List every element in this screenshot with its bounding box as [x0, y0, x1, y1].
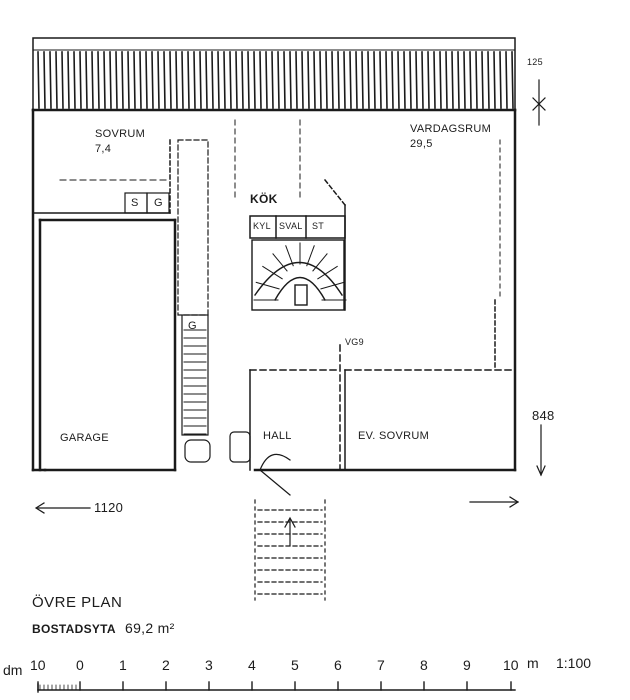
area-value: 69,2 m² — [125, 620, 175, 636]
ev-sovrum-label: EV. SOVRUM — [358, 430, 430, 442]
spiral-staircase — [251, 239, 347, 311]
kok-label: KÖK — [250, 192, 278, 206]
scale-tick-8: 7 — [377, 657, 385, 673]
hall-label: HALL — [263, 430, 292, 442]
area-label: BOSTADSYTA — [32, 622, 116, 636]
s-label: S — [131, 197, 139, 209]
scale-bar — [37, 681, 516, 693]
scale-tick-0: 10 — [30, 657, 46, 673]
sovrum-area: 7,4 — [95, 143, 112, 155]
kyl-label: KYL — [253, 221, 271, 231]
corner-mark: 125 — [527, 57, 543, 67]
vardagsrum-label: VARDAGSRUM — [410, 123, 492, 135]
g-label-top: G — [154, 197, 163, 209]
scale-unit-m: m — [527, 655, 539, 671]
scale-tick-1: 0 — [76, 657, 84, 673]
scale-tick-9: 8 — [420, 657, 428, 673]
scale-tick-6: 5 — [291, 657, 299, 673]
sovrum-walls — [32, 139, 171, 214]
st-label: ST — [312, 221, 325, 231]
g-label-bottom: G — [188, 320, 197, 332]
scale-tick-4: 3 — [205, 657, 213, 673]
scale-tick-7: 6 — [334, 657, 342, 673]
scale-unit-dm: dm — [3, 662, 23, 678]
vardagsrum-area: 29,5 — [410, 138, 433, 150]
depth-dimension: 848 — [532, 408, 555, 423]
exterior-walls — [31, 108, 517, 472]
scale-tick-2: 1 — [119, 657, 127, 673]
scale-tick-10: 9 — [463, 657, 471, 673]
sval-label: SVAL — [279, 221, 303, 231]
garage-label: GARAGE — [60, 432, 109, 444]
sovrum-label: SOVRUM — [95, 128, 146, 140]
wardrobe-column — [177, 139, 209, 436]
scale-tick-11: 10 — [503, 657, 519, 673]
scale-tick-3: 2 — [162, 657, 170, 673]
scale-ratio: 1:100 — [556, 655, 592, 671]
scale-tick-5: 4 — [248, 657, 256, 673]
dimension-lines — [34, 79, 546, 514]
vg-label: VG9 — [345, 337, 364, 347]
kitchen-outline — [234, 119, 347, 311]
hall-walls — [184, 139, 516, 496]
entrance-stairs — [254, 499, 326, 601]
roof-deck-hatching — [32, 37, 516, 111]
plan-title: ÖVRE PLAN — [32, 594, 123, 611]
garage-walls — [38, 218, 177, 472]
width-dimension: 1120 — [94, 500, 124, 515]
